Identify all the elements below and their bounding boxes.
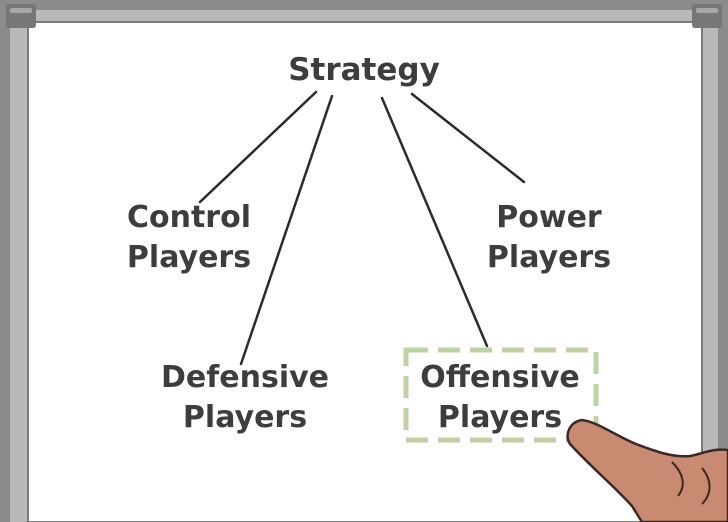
corner-cap-top-right bbox=[692, 4, 722, 28]
hand-shape bbox=[566, 418, 728, 522]
node-defensive-line-1: Defensive bbox=[160, 360, 330, 395]
edge-root-power bbox=[410, 92, 526, 184]
highlight-box bbox=[403, 347, 599, 443]
node-strategy: Strategy bbox=[264, 50, 464, 90]
node-strategy-label: Strategy bbox=[288, 52, 440, 88]
node-offensive-players: Offensive Players bbox=[400, 358, 600, 438]
node-offensive-line-1: Offensive bbox=[420, 360, 580, 395]
node-power-players: Power Players bbox=[449, 198, 649, 278]
edge-root-control bbox=[198, 90, 318, 204]
node-defensive-players: Defensive Players bbox=[130, 358, 360, 438]
node-control-line-2: Players bbox=[126, 240, 252, 275]
corner-highlight-top-right bbox=[696, 8, 718, 13]
corner-highlight-top-left bbox=[10, 8, 32, 13]
node-control-players: Control Players bbox=[89, 198, 289, 278]
edge-root-defensive bbox=[239, 94, 334, 366]
hand-knuckle bbox=[701, 467, 711, 505]
node-control-line-1: Control bbox=[126, 200, 251, 235]
pointing-hand-icon bbox=[566, 418, 728, 522]
hand-finger-crease bbox=[671, 461, 684, 497]
node-offensive-line-2: Players bbox=[437, 400, 563, 435]
node-power-line-1: Power bbox=[496, 200, 602, 235]
node-power-line-2: Players bbox=[486, 240, 612, 275]
corner-cap-top-left bbox=[6, 4, 36, 28]
edge-root-offensive bbox=[380, 96, 489, 348]
node-defensive-line-2: Players bbox=[182, 400, 308, 435]
